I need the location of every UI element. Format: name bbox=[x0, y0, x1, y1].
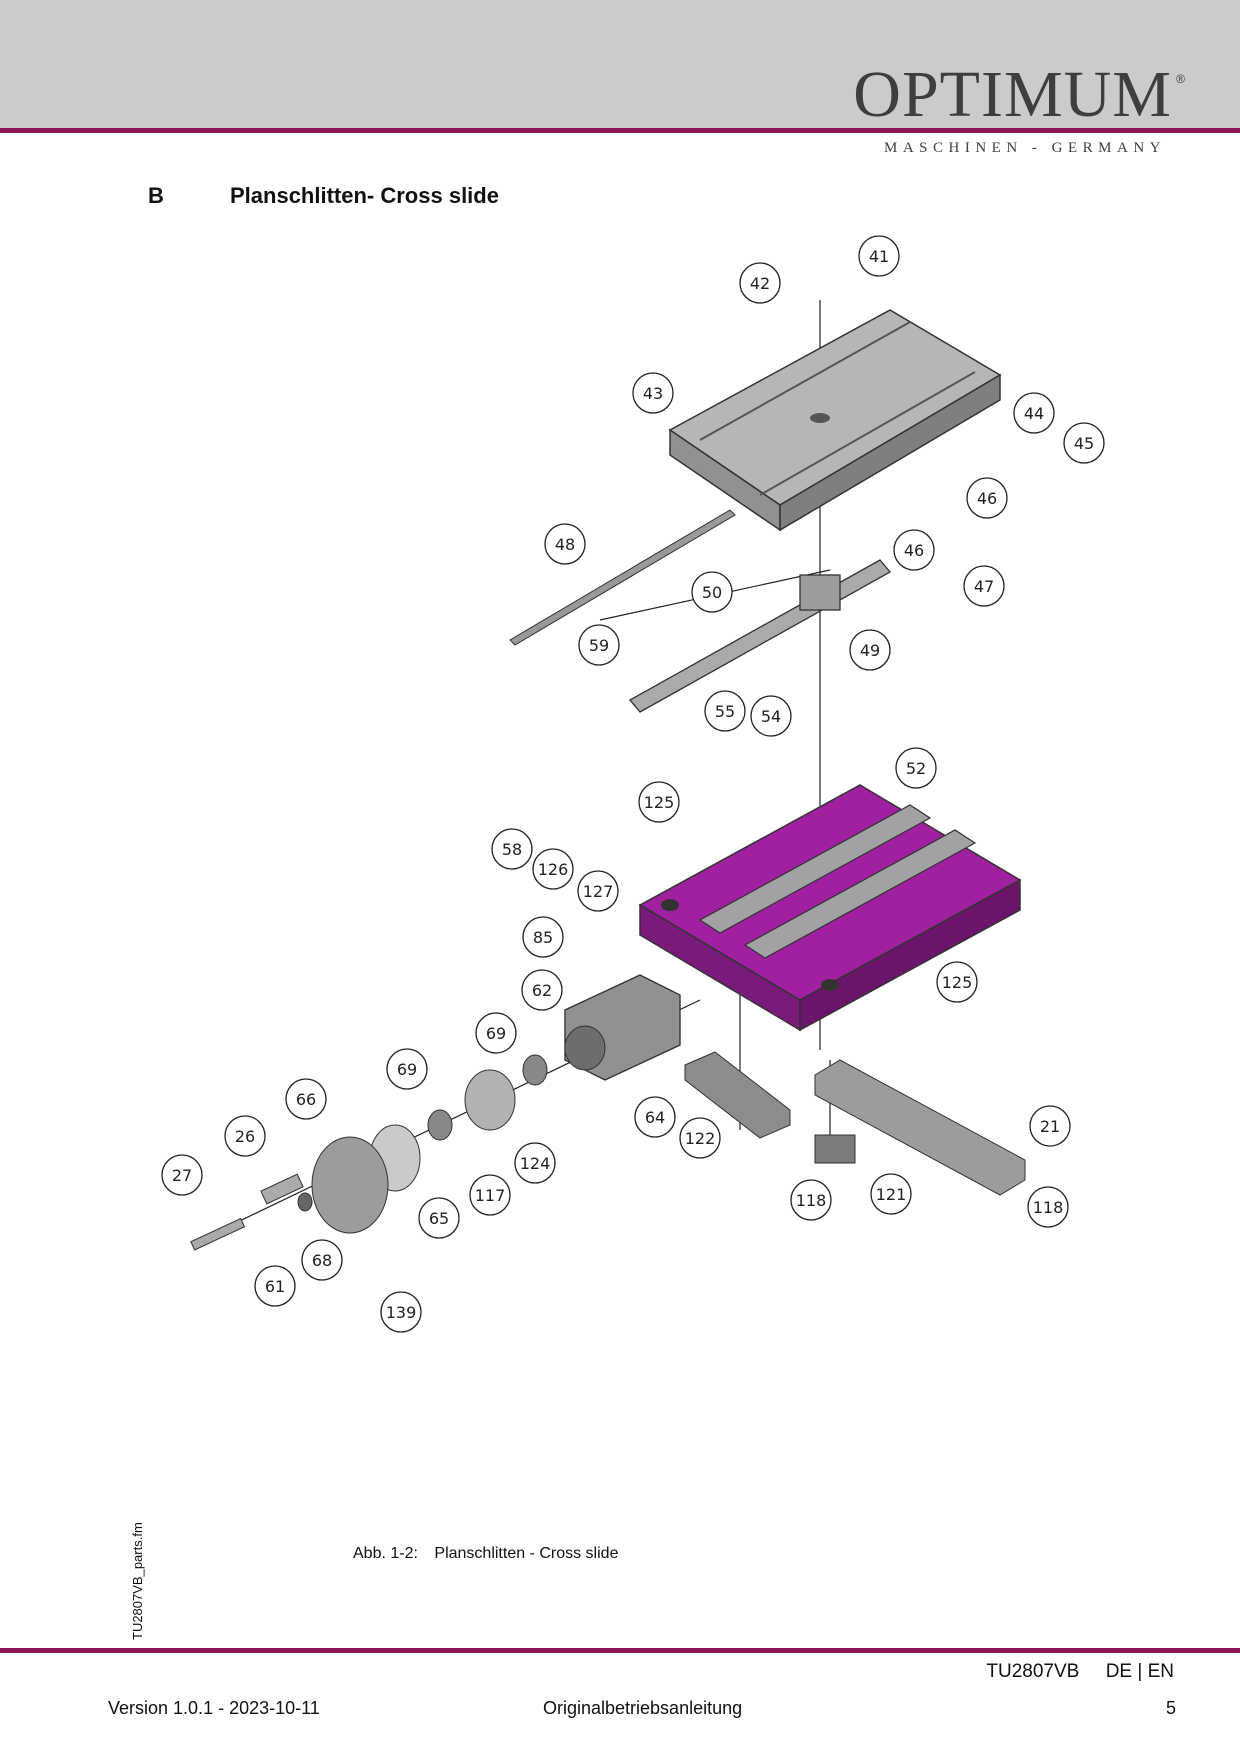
callout-121: 121 bbox=[876, 1185, 907, 1204]
bracket-122 bbox=[684, 1051, 791, 1139]
saddle-body[interactable] bbox=[638, 784, 1022, 1032]
callout-42: 42 bbox=[750, 274, 770, 293]
footer-page-number: 5 bbox=[1165, 1698, 1176, 1718]
clamp-block-121 bbox=[814, 1134, 856, 1164]
callout-50: 50 bbox=[702, 583, 722, 602]
callout-125b: 125 bbox=[942, 973, 973, 992]
callout-69b: 69 bbox=[397, 1060, 417, 1079]
callout-61: 61 bbox=[265, 1277, 285, 1296]
callout-68: 68 bbox=[312, 1251, 332, 1270]
side-file-name: TU2807VB_parts.fm bbox=[130, 1522, 145, 1640]
brand-logo: OPTIMUM bbox=[853, 58, 1172, 131]
callout-41: 41 bbox=[869, 247, 889, 266]
callout-118a: 118 bbox=[796, 1191, 827, 1210]
callout-117: 117 bbox=[475, 1186, 506, 1205]
lead-screw bbox=[628, 559, 892, 713]
callout-26: 26 bbox=[235, 1127, 255, 1146]
header-band bbox=[0, 0, 1240, 130]
callout-47: 47 bbox=[974, 577, 994, 596]
callout-69a: 69 bbox=[486, 1024, 506, 1043]
callout-44: 44 bbox=[1024, 404, 1044, 423]
section-letter: B bbox=[148, 183, 164, 208]
callout-126: 126 bbox=[538, 860, 569, 879]
exploded-parts-drawing: 41 42 43 44 45 46 46 47 48 50 49 59 55 5… bbox=[161, 235, 1105, 1333]
handle-screw-27 bbox=[190, 1217, 246, 1251]
footer-rule bbox=[0, 1648, 1240, 1653]
callout-55: 55 bbox=[715, 702, 735, 721]
caption-text: Planschlitten - Cross slide bbox=[434, 1545, 619, 1562]
washer-68 bbox=[297, 1192, 313, 1212]
caption-label: Abb. 1-2: bbox=[353, 1545, 418, 1562]
gib-strip bbox=[509, 509, 736, 646]
callout-127: 127 bbox=[583, 882, 614, 901]
footer-document-type: Originalbetriebsanleitung bbox=[543, 1698, 743, 1718]
callout-27: 27 bbox=[172, 1166, 192, 1185]
callout-21: 21 bbox=[1040, 1117, 1060, 1136]
callout-122: 122 bbox=[685, 1129, 716, 1148]
callout-54: 54 bbox=[761, 707, 781, 726]
handle-sleeve-26 bbox=[260, 1173, 304, 1205]
gib-strip-21 bbox=[814, 1059, 1026, 1196]
nut-housing bbox=[564, 974, 681, 1081]
callout-48: 48 bbox=[555, 535, 575, 554]
callout-118b: 118 bbox=[1033, 1198, 1064, 1217]
callout-62: 62 bbox=[532, 981, 552, 1000]
callout-64: 64 bbox=[645, 1108, 665, 1127]
bearing-69b bbox=[427, 1109, 453, 1141]
hand-wheel-66 bbox=[311, 1136, 389, 1234]
section-title: Planschlitten- Cross slide bbox=[230, 183, 499, 208]
registered-mark: ® bbox=[1176, 72, 1185, 86]
callout-59: 59 bbox=[589, 636, 609, 655]
callout-139: 139 bbox=[386, 1303, 417, 1322]
callout-58: 58 bbox=[502, 840, 522, 859]
figure-caption: Abb. 1-2: Planschlitten - Cross slide bbox=[353, 1545, 618, 1563]
callout-66: 66 bbox=[296, 1090, 316, 1109]
footer-version: Version 1.0.1 - 2023-10-11 bbox=[108, 1698, 320, 1718]
footer-model: TU2807VB DE | EN bbox=[986, 1661, 1174, 1682]
brand-tagline: MASCHINEN - GERMANY bbox=[883, 140, 1166, 156]
callout-125a: 125 bbox=[644, 793, 675, 812]
collar-124 bbox=[464, 1069, 516, 1131]
callout-52: 52 bbox=[906, 759, 926, 778]
callout-65: 65 bbox=[429, 1209, 449, 1228]
callout-85: 85 bbox=[533, 928, 553, 947]
callout-43: 43 bbox=[643, 384, 663, 403]
callout-46: 46 bbox=[977, 489, 997, 508]
callout-124: 124 bbox=[520, 1154, 551, 1173]
callout-46b: 46 bbox=[904, 541, 924, 560]
header-rule bbox=[0, 128, 1240, 133]
callout-45: 45 bbox=[1074, 434, 1094, 453]
callout-labels: 41 42 43 44 45 46 46 47 48 50 49 59 55 5… bbox=[161, 235, 1105, 1333]
top-slide-plate bbox=[668, 309, 1002, 532]
callout-49: 49 bbox=[860, 641, 880, 660]
bearing-69a bbox=[522, 1054, 548, 1086]
